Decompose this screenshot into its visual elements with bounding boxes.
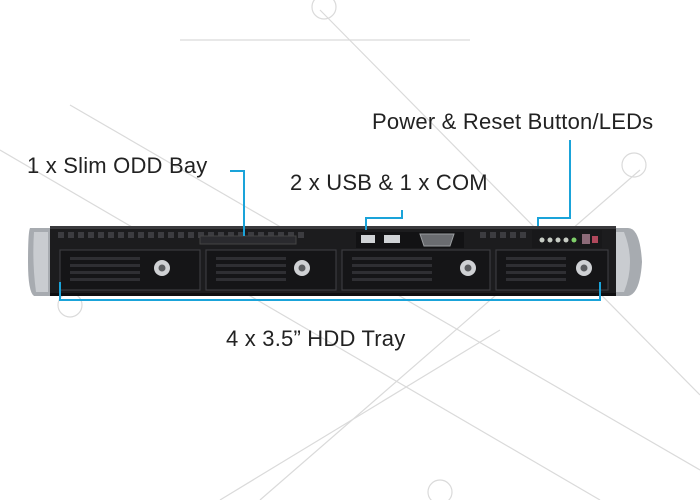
hdd-tray-2 [205,249,337,291]
usb-com-label: 2 x USB & 1 x COM [290,170,488,195]
com-port [419,233,455,247]
hdd-tray-label: 4 x 3.5” HDD Tray [226,326,406,351]
slim-odd-bay [199,235,297,245]
hdd-tray-1 [59,249,201,291]
right-rack-handle [614,228,642,296]
power-reset-label: Power & Reset Button/LEDs [372,109,654,134]
power-led [539,237,545,243]
usb-port-2 [384,235,400,243]
callout-hdd-tray [59,282,601,301]
slim-odd-label: 1 x Slim ODD Bay [27,153,208,178]
usb-port-1 [361,235,375,243]
left-rack-handle [28,228,52,296]
hdd-tray-3 [341,249,491,291]
reset-button [592,236,598,243]
callout-power-reset [537,140,571,226]
power-reset-panel [532,230,602,248]
callout-slim-odd [230,170,245,236]
power-button [582,234,590,244]
callout-usb-com [365,210,403,230]
hdd-tray-4 [495,249,609,291]
vent-grille [58,232,526,238]
usb-com-ports [356,232,464,248]
